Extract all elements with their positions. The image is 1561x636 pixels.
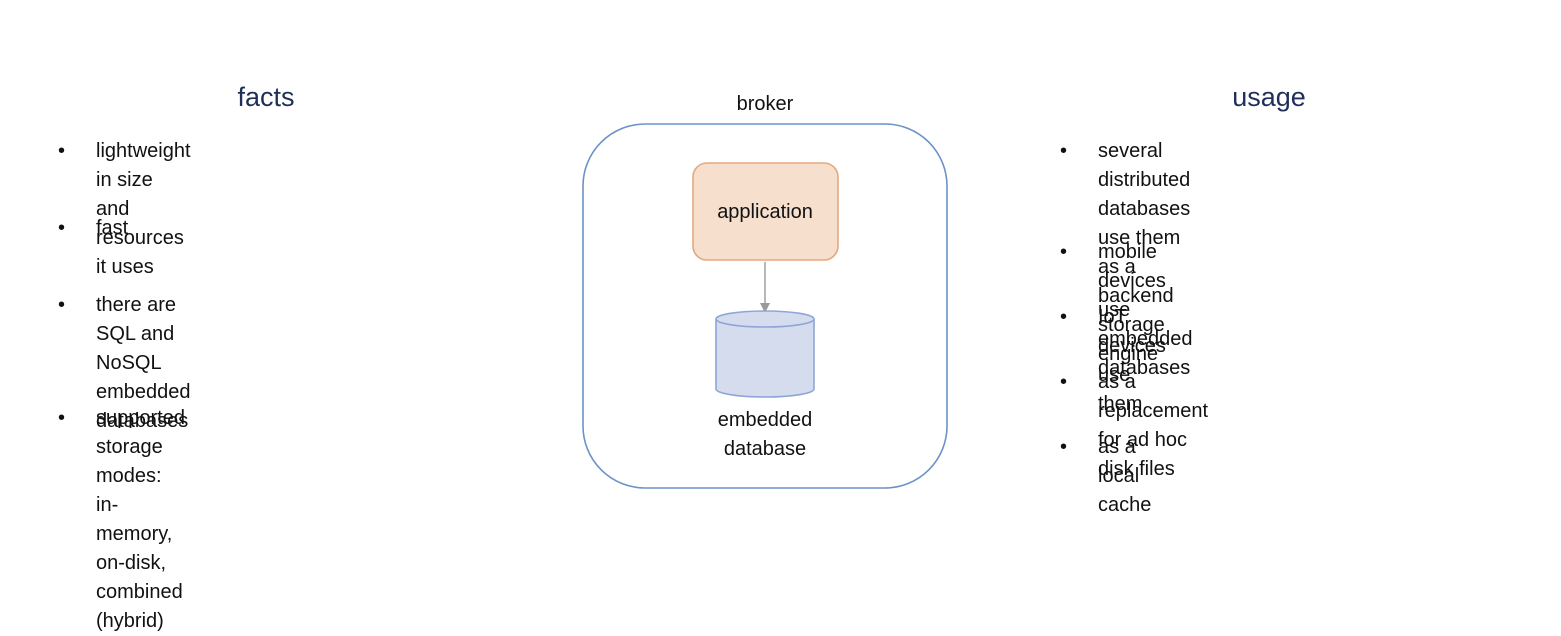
- broker-label: broker: [737, 93, 794, 115]
- usage-item-text: several distributed databases use them a…: [1098, 140, 1191, 365]
- database-label-line1: embedded: [718, 409, 813, 431]
- bullet-icon: •: [1060, 241, 1068, 263]
- bullet-icon: •: [1060, 371, 1068, 393]
- application-box: [692, 162, 839, 261]
- bullet-icon: •: [1060, 140, 1068, 162]
- usage-item-text: as a replacement for ad hoc disk files: [1098, 371, 1209, 480]
- database-cylinder-icon: [715, 310, 815, 398]
- bullet-icon: •: [58, 217, 66, 239]
- application-label: application: [717, 201, 813, 223]
- bullet-icon: •: [58, 407, 66, 429]
- broker-container: [582, 123, 948, 489]
- architecture-diagram: broker application embedded database: [582, 93, 948, 489]
- usage-item-text: mobile devices use embedded databases: [1098, 241, 1193, 379]
- usage-item-text: as a local cache: [1098, 436, 1152, 516]
- usage-item-text: IoT devices use them: [1098, 306, 1166, 415]
- facts-item-text: there are SQL and NoSQL embedded databas…: [96, 294, 191, 432]
- database-label-line2: database: [724, 438, 806, 460]
- usage-heading: usage: [1232, 82, 1306, 112]
- bullet-icon: •: [1060, 306, 1068, 328]
- bullet-icon: •: [58, 294, 66, 316]
- facts-heading: facts: [237, 82, 295, 112]
- facts-item-text: fast: [96, 217, 129, 239]
- bullet-icon: •: [1060, 436, 1068, 458]
- bullet-icon: •: [58, 140, 66, 162]
- facts-item-text: lightweight in size and resources it use…: [96, 140, 191, 278]
